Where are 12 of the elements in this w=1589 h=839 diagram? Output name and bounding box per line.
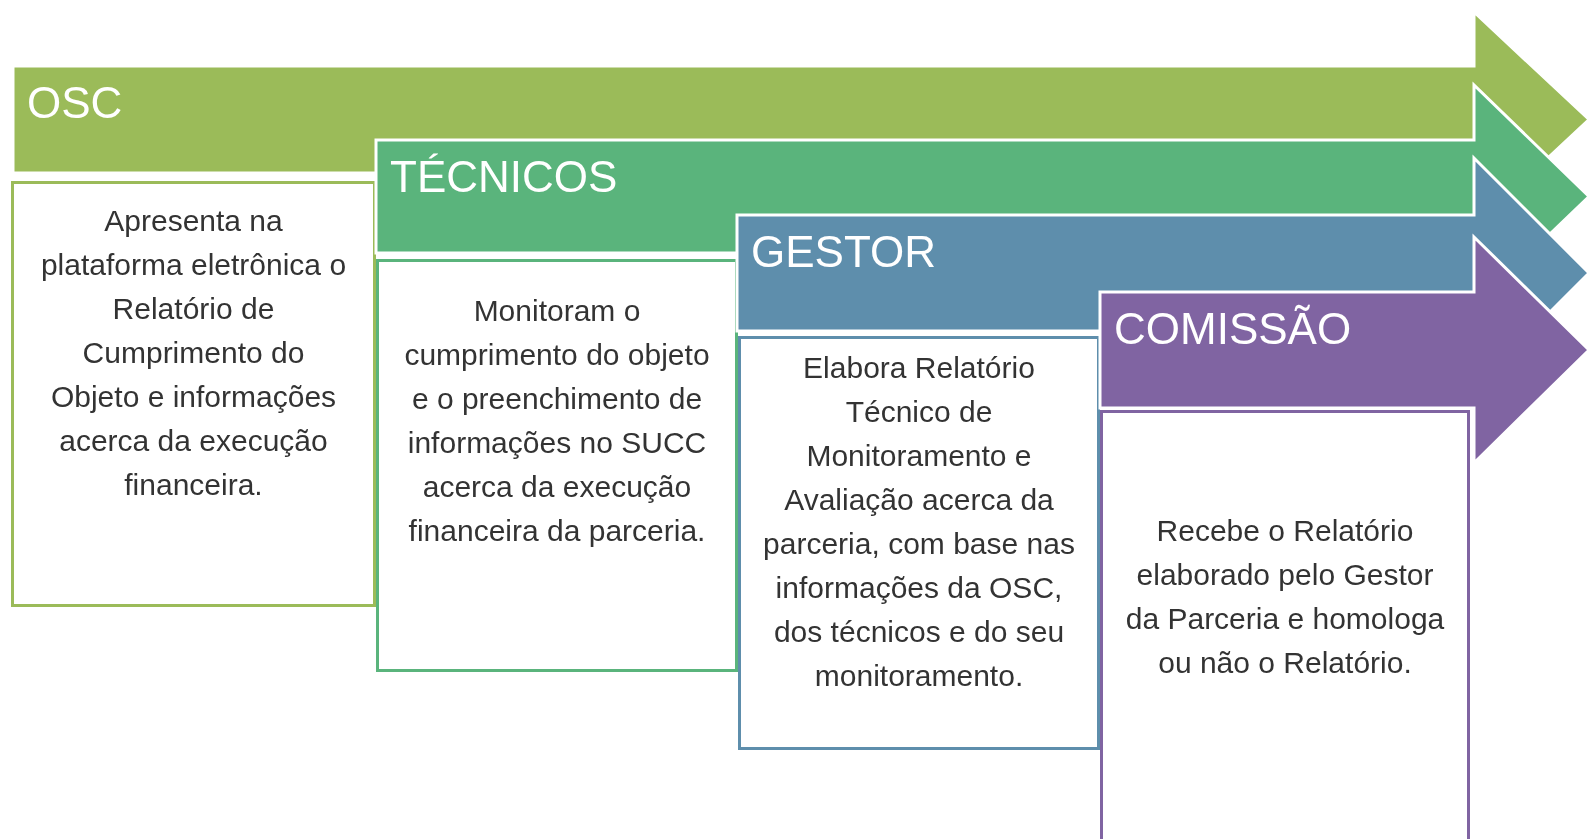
step-box xyxy=(738,336,1100,750)
stage-heading: GESTOR xyxy=(751,227,936,277)
step-box xyxy=(1100,410,1470,839)
step-description: Monitoram o cumprimento do objeto e o preenchimento de informações no SUCC acerca da execução financeira da parceria. xyxy=(403,293,711,549)
step-description: Elabora Relatório Técnico de Monitoramento e Avaliação acerca da parceria, com base nas informações da OSC, dos técnicos e do seu monitoramento. xyxy=(763,350,1075,694)
stage-heading: COMISSÃO xyxy=(1114,304,1352,354)
step-box xyxy=(11,181,376,607)
stage-heading: TÉCNICOS xyxy=(390,152,618,202)
step-description: Recebe o Relatório elaborado pelo Gestor da Parceria e homologa ou não o Relatório. xyxy=(1125,513,1445,681)
step-box xyxy=(376,259,738,672)
step-description: Apresenta na plataforma eletrônica o Relatório de Cumprimento do Objeto e informações acerca da execução financeira. xyxy=(39,203,348,503)
stage-heading: OSC xyxy=(27,78,123,128)
